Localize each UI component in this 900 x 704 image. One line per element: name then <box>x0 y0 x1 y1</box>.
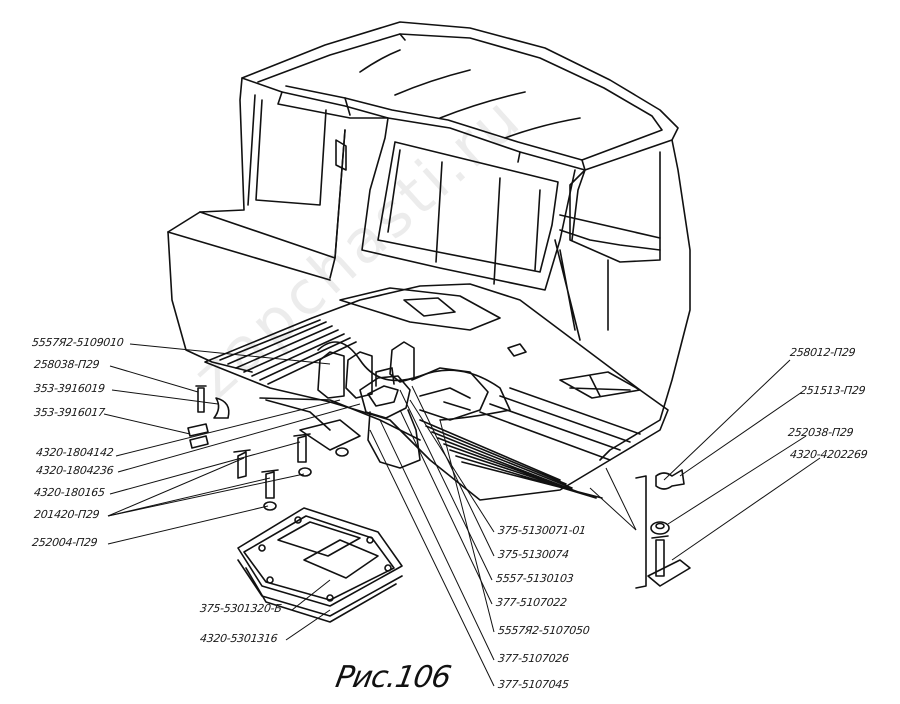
part-label-5557ya2-5107050: 5557Я2-5107050 <box>497 624 591 637</box>
part-label-375-5130071-01: 375-5130071-01 <box>497 524 587 537</box>
figure-caption: Рис.106 <box>332 660 453 695</box>
part-label-353-3916017: 353-3916017 <box>33 406 106 419</box>
part-label-5557-5130103: 5557-5130103 <box>495 572 575 585</box>
cab-body <box>167 77 691 461</box>
part-label-252004-p29: 252004-П29 <box>31 536 98 549</box>
part-label-258038-p29: 258038-П29 <box>33 358 100 371</box>
part-label-377-5107045: 377-5107045 <box>497 678 570 691</box>
left-fasteners <box>187 385 349 511</box>
part-label-4320-180165: 4320-180165 <box>33 486 106 499</box>
part-label-5557ya2-5109010: 5557Я2-5109010 <box>31 336 125 349</box>
part-label-377-5107022: 377-5107022 <box>495 596 568 609</box>
part-label-377-5107026: 377-5107026 <box>497 652 570 665</box>
part-label-4320-1804236: 4320-1804236 <box>35 464 115 477</box>
hatch-cover-and-gasket <box>237 507 403 623</box>
part-label-4320-1804142: 4320-1804142 <box>35 446 115 459</box>
cab-roof <box>241 21 679 171</box>
part-label-4320-5301316: 4320-5301316 <box>199 632 279 645</box>
part-label-375-5130074: 375-5130074 <box>497 548 570 561</box>
part-label-375-5301320-b: 375-5301320-Б <box>199 602 283 615</box>
part-label-201420-p29: 201420-П29 <box>33 508 100 521</box>
part-label-252038-p29: 252038-П29 <box>787 426 854 439</box>
part-label-353-3916019: 353-3916019 <box>33 382 106 395</box>
leader-lines <box>103 343 821 687</box>
right-fasteners <box>635 469 691 589</box>
part-label-251513-p29: 251513-П29 <box>799 384 866 397</box>
part-label-4320-4202269: 4320-4202269 <box>789 448 869 461</box>
part-label-258012-p29: 258012-П29 <box>789 346 856 359</box>
gearbox-hatch-assembly <box>265 341 489 469</box>
